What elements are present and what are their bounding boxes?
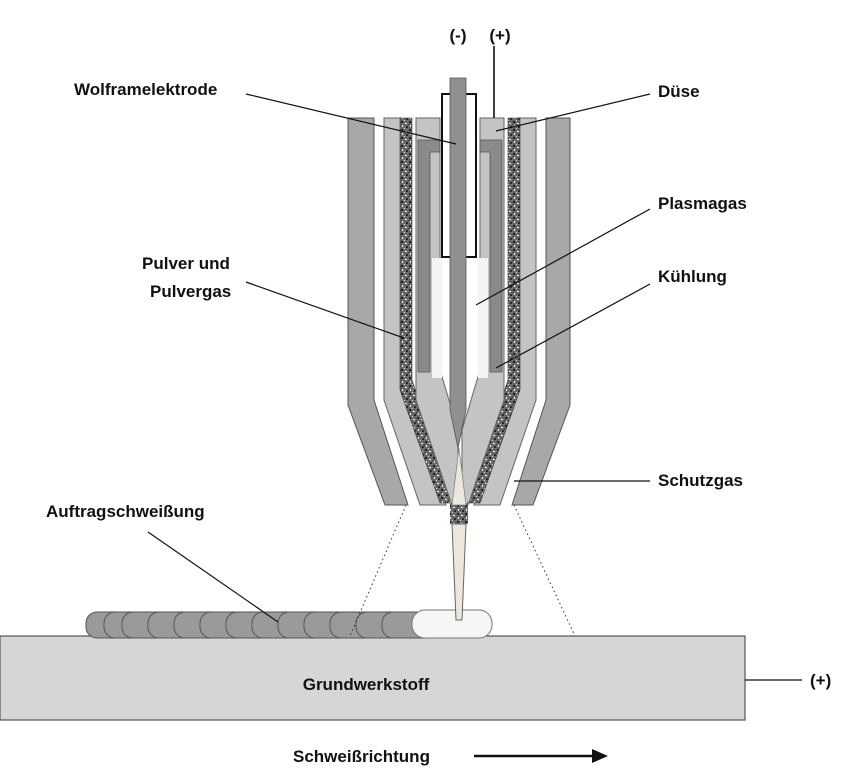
shielding-envelope-right	[513, 504, 576, 637]
label-duese: Düse	[658, 82, 700, 101]
label-plus-polarity-right: (+)	[810, 671, 831, 690]
label-grundwerkstoff: Grundwerkstoff	[303, 675, 430, 694]
label-plasmagas: Plasmagas	[658, 194, 747, 213]
label-kuehlung: Kühlung	[658, 267, 727, 286]
label-minus-polarity: (-)	[450, 26, 467, 45]
leader-duese	[495, 93, 651, 132]
plasma-gas-channel-left	[432, 258, 442, 378]
base-plate	[0, 635, 746, 721]
leader-auftrag	[147, 531, 279, 623]
plasma-cone	[451, 447, 467, 506]
direction-arrow	[474, 749, 608, 763]
shielding-envelope-left	[349, 504, 407, 637]
leader-wolfram	[245, 93, 457, 145]
label-wolframelektrode: Wolframelektrode	[74, 80, 217, 99]
label-plus-polarity-top: (+)	[489, 26, 510, 45]
tungsten-electrode	[449, 77, 467, 449]
powder-jet	[450, 502, 468, 524]
label-schweissrichtung: Schweißrichtung	[293, 747, 430, 766]
melt-pool	[411, 609, 493, 639]
plasma-gas-channel-right	[478, 258, 488, 378]
outer-nozzle-right	[511, 117, 571, 506]
label-pulver-line1: Pulver und	[142, 254, 230, 273]
label-pulver-line2: Pulvergas	[150, 282, 231, 301]
outer-nozzle-left	[347, 117, 409, 506]
weld-bead	[85, 611, 437, 639]
plasma-arc	[451, 523, 467, 621]
torch	[347, 77, 571, 506]
leader-pulver	[245, 281, 405, 339]
leader-plasmagas	[475, 208, 651, 306]
leader-kuehlung	[495, 283, 651, 369]
cooling-channel-right	[479, 139, 503, 373]
powder-channel-right	[467, 117, 521, 504]
label-schutzgas: Schutzgas	[658, 471, 743, 490]
label-auftragschweissung: Auftragschweißung	[46, 502, 205, 521]
